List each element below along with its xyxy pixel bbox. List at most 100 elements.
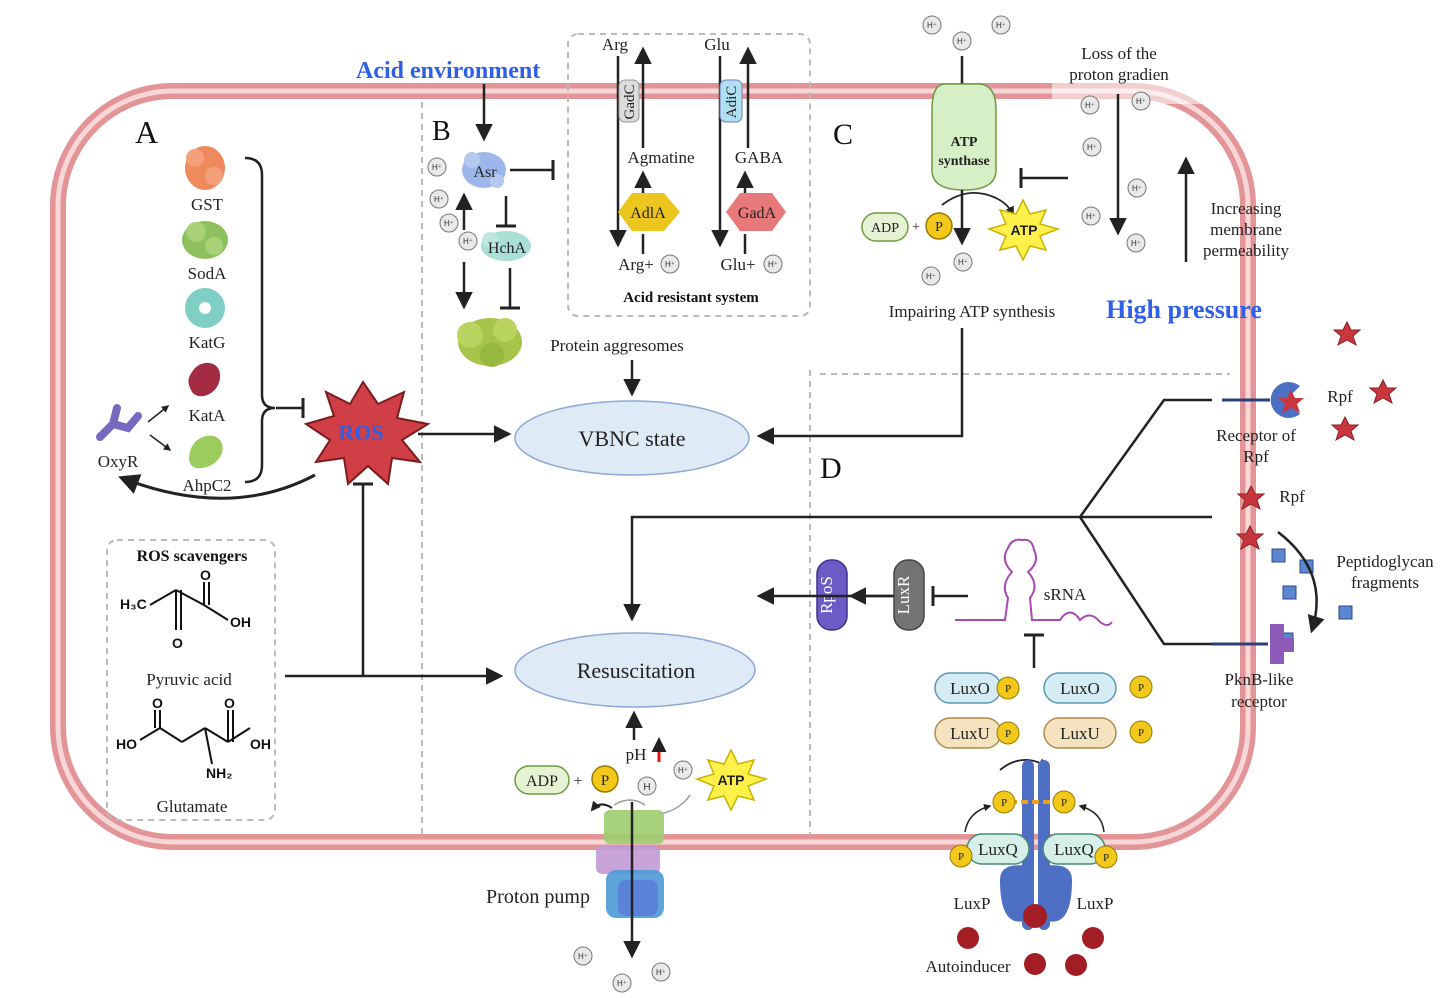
rpf-label-2: Rpf: [1279, 487, 1305, 506]
vbnc-state-label: VBNC state: [579, 426, 686, 451]
ros-burst-icon: [303, 380, 431, 486]
center-h-text: H⁺: [927, 21, 937, 30]
glu-top-label: Glu: [704, 35, 730, 54]
center-h-text: H⁺: [617, 979, 627, 988]
luxo-pill-2: [1043, 672, 1117, 704]
panel-a-chem-oh-text: OH: [250, 736, 271, 752]
soda-protein-icon: [182, 221, 228, 259]
center-h-text: H⁺: [1085, 101, 1095, 110]
impairing-atp-label: Impairing ATP synthesis: [889, 302, 1056, 321]
glutamate-label: Glutamate: [157, 797, 228, 816]
panel-d: D Rpf Rpf Receptor of Rpf Peptidogly: [623, 320, 1434, 976]
srna-icon: [955, 538, 1113, 626]
panel-d-p-text: P: [958, 851, 964, 863]
center-h-bare-text: H: [643, 782, 650, 793]
panel-a-chem-o-text: O: [152, 695, 163, 711]
gst-protein-icon: [185, 146, 225, 190]
panel-d-pknb-line2-text: receptor: [1231, 692, 1287, 711]
panel-c-increasing-line2-text: membrane: [1210, 220, 1282, 239]
atp-synthase-icon: [931, 83, 997, 191]
hcha-protein-icon: [481, 231, 531, 261]
panel-a-chem-o-text: O: [224, 695, 235, 711]
panel-a-chem-ho-text: HO: [116, 736, 137, 752]
ros-label: ROS: [338, 420, 383, 445]
protein-aggresomes-label: Protein aggresomes: [550, 336, 684, 355]
agmatine-label: Agmatine: [627, 148, 694, 167]
center-h-text: H⁺: [432, 163, 442, 172]
rpf-receptor-icon: [1222, 382, 1304, 418]
panel-d-p-text: P: [1138, 727, 1144, 739]
panel-d-p-text: P: [1005, 683, 1011, 695]
vbnc-state-bubble: [514, 400, 750, 476]
katg-protein-icon: [185, 288, 225, 328]
resuscitation-label: Resuscitation: [577, 658, 696, 683]
center-h-text: H⁺: [578, 952, 588, 961]
center-h-text: H⁺: [463, 237, 473, 246]
center-h-text: H⁺: [1086, 212, 1096, 221]
panel-dividers: [106, 33, 1230, 835]
enzyme-bracket: [244, 156, 276, 484]
acid-environment-label: Acid environment: [356, 58, 540, 84]
soda-label: SodA: [188, 264, 227, 283]
center: VBNC state Resuscitation pH ADP + P H H⁺…: [486, 400, 769, 993]
panel-a-label: A: [135, 114, 158, 150]
center-h-text: H⁺: [768, 260, 778, 269]
adia-enzyme-icon: [618, 193, 680, 231]
panel-c-increasing-line3-text: permeability: [1203, 241, 1289, 260]
center-h-text: H⁺: [678, 766, 688, 775]
panel-d-luxo-text: LuxO: [950, 679, 990, 698]
proton-pump-icon: [596, 810, 664, 918]
panel-d-p-text: P: [1103, 852, 1109, 864]
panel-d-pknb-line1-text: PknB-like: [1225, 670, 1294, 689]
high-pressure-label: High pressure: [1106, 295, 1262, 324]
hcha-label: HchA: [488, 240, 527, 257]
panel-a-chem-o-text: O: [172, 635, 183, 651]
pyruvic-acid-label: Pyruvic acid: [146, 670, 232, 689]
loss-gradient-line1: Loss of the: [1081, 44, 1157, 63]
panel-b-gada-text: GadA: [738, 205, 777, 222]
kata-label: KatA: [189, 406, 227, 425]
panel-d-luxq-text: LuxQ: [978, 840, 1018, 859]
rpf-star-icons: [1235, 320, 1398, 551]
panel-b-gadc-text: GadC: [622, 85, 638, 120]
panel-b-label: B: [432, 116, 451, 147]
adp-pill: [514, 765, 570, 795]
panel-c-atp-synthase-line2-text: synthase: [938, 154, 989, 169]
ahpc2-label: AhpC2: [182, 476, 231, 495]
panel-c-label: C: [833, 118, 853, 151]
kata-protein-icon: [188, 362, 221, 397]
panel-d-luxq-text: LuxQ: [1054, 840, 1094, 859]
panel-d-p-text: P: [1138, 682, 1144, 694]
gadc-transporter: [618, 79, 640, 123]
center-atp-text: ATP: [718, 772, 745, 788]
center-h-text: H⁺: [1132, 184, 1142, 193]
resuscitation-bubble: [514, 632, 756, 708]
acid-resistant-system-label: Acid resistant system: [623, 290, 759, 306]
center-h-text: H⁺: [1136, 97, 1146, 106]
glutamate-structure: [139, 710, 251, 765]
adic-transporter: [719, 79, 743, 123]
panel-c: C H⁺ H⁺ H⁺ ATP synthase ADP + P ATP H⁺ H…: [756, 15, 1289, 445]
rpf-label-1: Rpf: [1327, 387, 1353, 406]
gada-enzyme-icon: [726, 193, 786, 231]
gst-label: GST: [191, 195, 224, 214]
atp-burst-icon: [694, 748, 769, 812]
panel-d-p-text: P: [1001, 797, 1007, 809]
atp-burst-c: [986, 198, 1061, 262]
panel-a-chem-h3c-text: H₃C: [120, 596, 147, 612]
center-plus-text: +: [573, 773, 582, 790]
panel-a-chem-oh-text: OH: [230, 614, 251, 630]
luxp-right-label: LuxP: [1077, 894, 1114, 913]
panel-b: Acid environment B Asr HchA H⁺ H⁺: [356, 35, 786, 397]
panel-b-adia-text: AdlA: [630, 205, 666, 222]
glu-plus-label: Glu+: [720, 255, 755, 274]
oxyr-label: OxyR: [98, 452, 139, 471]
adp-pill-c: [861, 212, 909, 242]
panel-d-peptidoglycan-line1-text: Peptidoglycan: [1336, 552, 1434, 571]
center-p-text: P: [601, 773, 609, 789]
panel-d-luxo-text: LuxO: [1060, 679, 1100, 698]
center-h-text: H⁺: [656, 968, 666, 977]
asr-label: Asr: [473, 164, 497, 181]
